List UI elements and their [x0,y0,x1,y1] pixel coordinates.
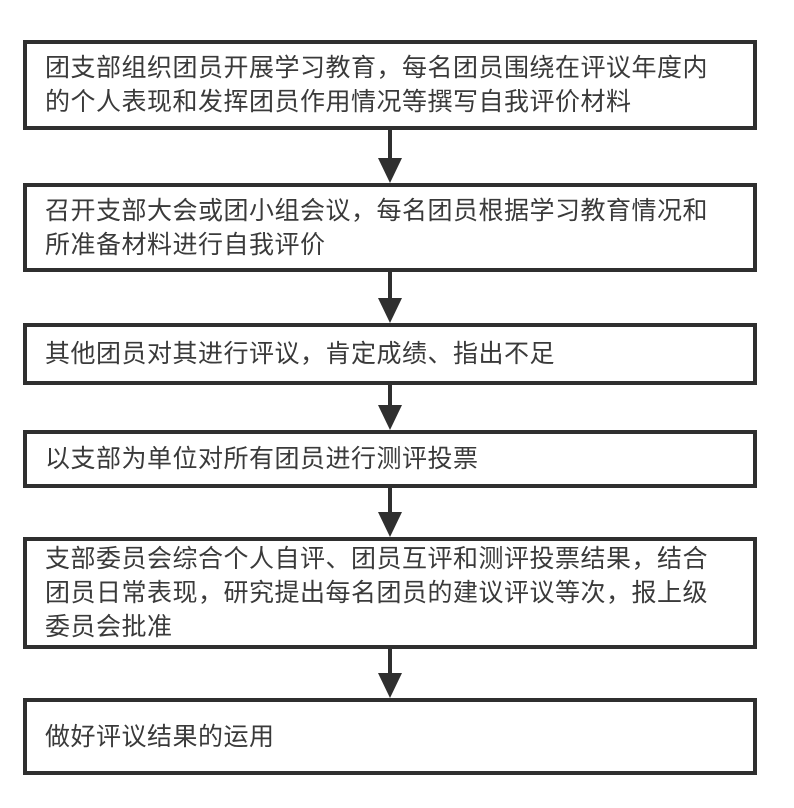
down-arrow-head [378,512,402,537]
down-arrow-stem [388,272,392,298]
flow-step-3-text: 其他团员对其进行评议，肯定成绩、指出不足 [45,340,556,368]
flow-step-2-text: 召开支部大会或团小组会议，每名团员根据学习教育情况和 所准备材料进行自我评价 [45,196,709,259]
down-arrow-head [378,673,402,698]
flow-step-2: 召开支部大会或团小组会议，每名团员根据学习教育情况和 所准备材料进行自我评价 [23,183,757,272]
down-arrow-icon [378,385,402,430]
down-arrow-icon [378,488,402,537]
down-arrow-stem [388,488,392,512]
down-arrow-icon [378,130,402,183]
down-arrow-stem [388,385,392,405]
down-arrow-icon [378,272,402,323]
down-arrow-stem [388,130,392,158]
flow-step-6: 做好评议结果的运用 [23,698,757,775]
down-arrow-head [378,158,402,183]
down-arrow-head [378,405,402,430]
down-arrow-icon [378,649,402,698]
flow-step-4: 以支部为单位对所有团员进行测评投票 [23,430,757,488]
flow-step-5: 支部委员会综合个人自评、团员互评和测评投票结果，结合 团员日常表现，研究提出每名… [23,537,757,649]
flow-step-3: 其他团员对其进行评议，肯定成绩、指出不足 [23,323,757,385]
flow-step-5-text: 支部委员会综合个人自评、团员互评和测评投票结果，结合 团员日常表现，研究提出每名… [45,545,709,641]
flow-step-6-text: 做好评议结果的运用 [45,722,275,751]
flow-step-1-text: 团支部组织团员开展学习教育，每名团员围绕在评议年度内 的个人表现和发挥团员作用情… [45,54,709,116]
down-arrow-head [378,298,402,323]
down-arrow-stem [388,649,392,673]
flow-step-4-text: 以支部为单位对所有团员进行测评投票 [45,445,479,473]
flow-step-1: 团支部组织团员开展学习教育，每名团员围绕在评议年度内 的个人表现和发挥团员作用情… [23,40,757,130]
